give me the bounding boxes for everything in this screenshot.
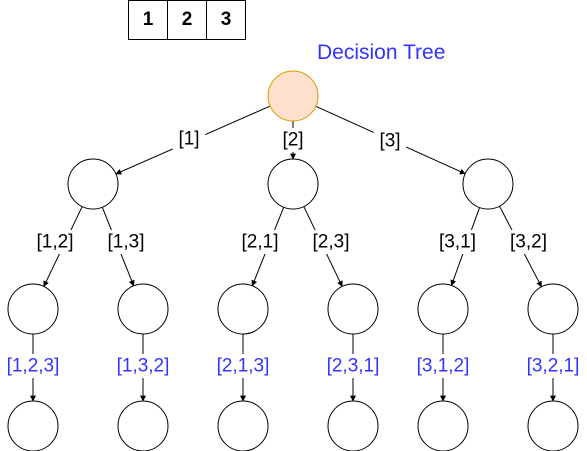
permutation-result-label-background bbox=[407, 354, 479, 378]
level2-edge-label-background bbox=[29, 230, 81, 254]
level1-edge-label-background bbox=[276, 128, 310, 152]
permutation-result-label: [2,3,1] bbox=[327, 356, 380, 377]
level1-node bbox=[267, 158, 319, 210]
level2-node bbox=[527, 283, 579, 335]
level1-edge-label-background bbox=[172, 127, 206, 151]
permutation-result-label: [3,2,1] bbox=[527, 356, 580, 377]
level2-edge-label: [2,3] bbox=[313, 232, 350, 253]
leaf-node bbox=[417, 400, 469, 451]
level2-edge-label-background bbox=[305, 230, 357, 254]
permutation-result-label-background bbox=[207, 354, 279, 378]
level1-edge-label: [2] bbox=[282, 130, 303, 151]
leaf-node bbox=[7, 400, 59, 451]
level2-node bbox=[327, 283, 379, 335]
level2-edge-label-background bbox=[502, 230, 555, 254]
level2-edge-label-background bbox=[234, 230, 286, 254]
permutation-result-label: [1,3,2] bbox=[117, 356, 170, 377]
level1-edge-label: [3] bbox=[379, 131, 400, 152]
level2-edge-label-background bbox=[431, 230, 484, 254]
level2-edge-label: [3,1] bbox=[439, 232, 476, 253]
level1-node bbox=[462, 158, 514, 210]
input-array: 1 2 3 bbox=[128, 0, 246, 40]
level2-node bbox=[217, 283, 269, 335]
permutation-result-label: [3,1,2] bbox=[417, 356, 470, 377]
root-node bbox=[267, 70, 319, 122]
level2-node bbox=[117, 283, 169, 335]
permutation-result-label-background bbox=[517, 354, 587, 378]
level1-node bbox=[67, 158, 119, 210]
level2-node bbox=[417, 283, 469, 335]
leaf-node bbox=[327, 400, 379, 451]
leaf-node bbox=[217, 400, 269, 451]
permutation-result-label-background bbox=[317, 354, 389, 378]
level1-edge-label: [1] bbox=[178, 129, 199, 150]
leaf-node bbox=[527, 400, 579, 451]
permutation-result-label: [1,2,3] bbox=[7, 356, 60, 377]
permutation-result-label-background bbox=[0, 354, 69, 378]
level2-edge-label: [1,3] bbox=[108, 232, 145, 253]
diagram-title: Decision Tree bbox=[317, 41, 446, 64]
level1-edge-label-background bbox=[373, 129, 407, 153]
level2-edge-label: [1,2] bbox=[37, 232, 74, 253]
permutation-result-label-background bbox=[107, 354, 179, 378]
input-cell: 3 bbox=[206, 0, 246, 40]
permutation-result-label: [2,1,3] bbox=[217, 356, 270, 377]
level2-edge-label: [2,1] bbox=[242, 232, 279, 253]
level2-node bbox=[7, 283, 59, 335]
level2-edge-label-background bbox=[100, 230, 152, 254]
level2-edge-label: [3,2] bbox=[510, 232, 547, 253]
leaf-node bbox=[117, 400, 169, 451]
